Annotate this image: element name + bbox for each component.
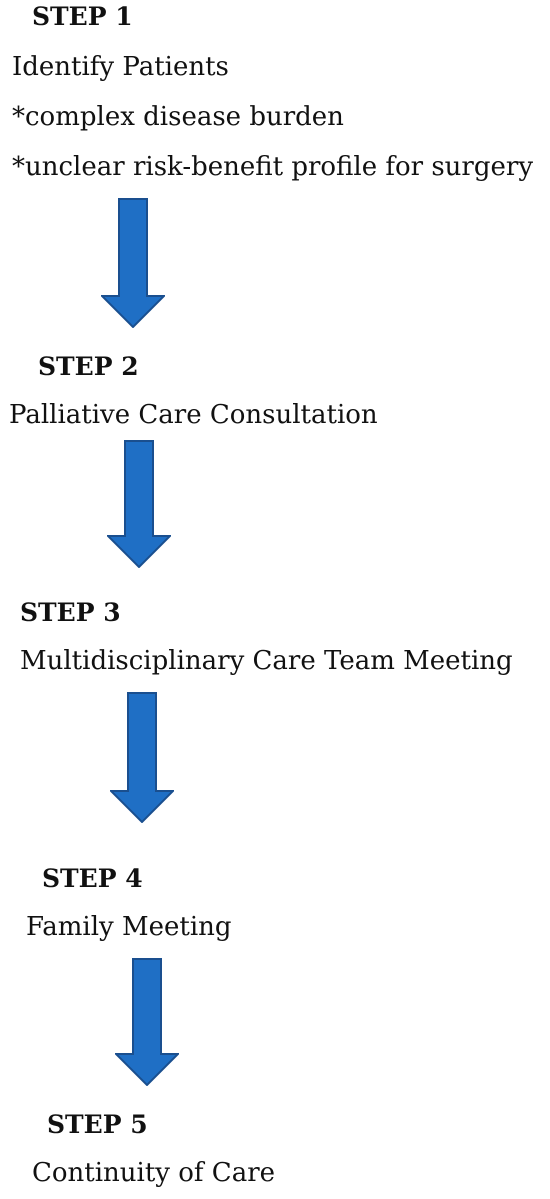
step-2-title: Palliative Care Consultation bbox=[9, 400, 378, 430]
step-1-criterion-1: *complex disease burden bbox=[12, 102, 344, 132]
step-1-title: Identify Patients bbox=[12, 52, 229, 82]
step-4-heading: STEP 4 bbox=[42, 864, 143, 893]
step-3-heading: STEP 3 bbox=[20, 598, 121, 627]
down-arrow-icon bbox=[101, 198, 165, 328]
down-arrow-icon bbox=[107, 440, 171, 568]
step-5-title: Continuity of Care bbox=[32, 1158, 276, 1188]
step-4-title: Family Meeting bbox=[26, 912, 232, 942]
step-1-heading: STEP 1 bbox=[32, 2, 133, 31]
step-2-heading: STEP 2 bbox=[38, 352, 139, 381]
step-5-heading: STEP 5 bbox=[47, 1110, 148, 1139]
down-arrow-icon bbox=[110, 692, 174, 823]
down-arrow-icon bbox=[115, 958, 179, 1086]
step-1-criterion-2: *unclear risk-benefit profile for surger… bbox=[12, 152, 534, 182]
step-3-title: Multidisciplinary Care Team Meeting bbox=[20, 646, 513, 676]
